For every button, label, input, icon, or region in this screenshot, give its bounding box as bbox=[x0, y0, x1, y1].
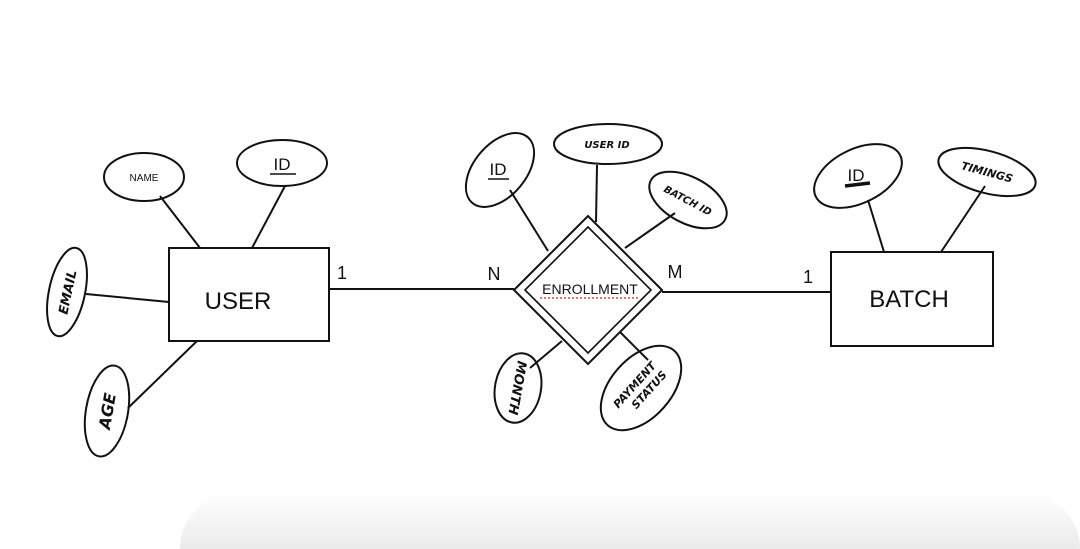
relationship-enrollment-label: ENROLLMENT bbox=[542, 281, 638, 297]
entity-user: USER bbox=[168, 247, 330, 342]
cardinality-user-side: 1 bbox=[337, 263, 347, 283]
connector-enrollment-userid bbox=[595, 164, 598, 223]
attribute-user-name-label: NAME bbox=[130, 173, 159, 184]
connectors bbox=[85, 164, 986, 409]
attribute-enroll-month-label: MONTH bbox=[504, 360, 528, 417]
attribute-user-age-label: AGE bbox=[95, 391, 120, 432]
attribute-batch-id: ID bbox=[813, 143, 903, 209]
attribute-batch-id-key-underline bbox=[844, 181, 871, 188]
attribute-enroll-userid-label: USER ID bbox=[584, 140, 629, 151]
relationship-outer-diamond bbox=[512, 214, 664, 366]
attribute-batch-timings-label: TIMINGS bbox=[960, 159, 1014, 185]
cardinality-enrollment-batch-side: M bbox=[668, 262, 683, 282]
attribute-enroll-month-oval bbox=[493, 352, 543, 424]
attribute-enroll-batchid-label: BATCH ID bbox=[662, 184, 713, 218]
connector-user-email bbox=[85, 293, 170, 303]
attribute-enroll-id: ID bbox=[464, 132, 536, 208]
attribute-user-id-label: ID bbox=[274, 155, 291, 174]
entity-user-label: USER bbox=[205, 288, 272, 315]
attribute-enroll-batchid-oval bbox=[648, 170, 728, 230]
cardinality-batch-side: 1 bbox=[803, 267, 813, 287]
connector-enrollment-payment bbox=[619, 331, 649, 361]
entity-batch: BATCH bbox=[830, 251, 994, 347]
attribute-user-id: ID bbox=[236, 139, 328, 187]
attribute-user-email-label: EMAIL bbox=[56, 269, 80, 316]
attribute-enroll-payment-status-oval bbox=[599, 344, 683, 432]
entity-batch-label: BATCH bbox=[869, 286, 949, 313]
attribute-batch-timings-oval bbox=[937, 146, 1037, 198]
connector-enrollment-batchid bbox=[624, 212, 676, 249]
attribute-user-age-oval bbox=[83, 364, 131, 458]
attribute-enroll-payment-status: PAYMENT STATUS bbox=[599, 344, 683, 432]
attribute-user-name-oval bbox=[103, 152, 185, 202]
attribute-enroll-id-oval bbox=[464, 132, 536, 208]
connector-enrollment-id bbox=[509, 189, 549, 252]
connector-user-name bbox=[159, 195, 201, 249]
cardinalities: 1 N M 1 bbox=[337, 262, 813, 287]
attribute-batch-timings: TIMINGS bbox=[937, 146, 1037, 198]
attribute-batch-id-label: ID bbox=[848, 166, 865, 185]
connector-batch-id bbox=[867, 199, 885, 253]
attribute-user-id-oval bbox=[236, 139, 328, 187]
connector-user-id bbox=[251, 185, 286, 249]
attribute-batch-id-oval bbox=[813, 143, 903, 209]
attribute-enroll-userid-oval bbox=[553, 123, 663, 165]
relationship-inner-diamond bbox=[523, 225, 653, 355]
attribute-enroll-userid: USER ID bbox=[553, 123, 663, 165]
attribute-user-name: NAME bbox=[103, 152, 185, 202]
cardinality-enrollment-user-side: N bbox=[488, 264, 501, 284]
attribute-enroll-id-label: ID bbox=[490, 160, 507, 179]
attribute-user-email-oval bbox=[46, 246, 88, 338]
photo-shadow bbox=[180, 492, 1080, 549]
relationship-enrollment: ENROLLMENT bbox=[512, 214, 664, 366]
connector-batch-timings bbox=[940, 185, 986, 253]
attribute-user-age: AGE bbox=[83, 364, 131, 458]
connector-user-age bbox=[127, 340, 198, 409]
connector-enrollment-month bbox=[529, 340, 563, 369]
entity-user-box bbox=[168, 247, 330, 342]
attribute-user-email: EMAIL bbox=[46, 246, 88, 338]
entity-batch-box bbox=[830, 251, 994, 347]
